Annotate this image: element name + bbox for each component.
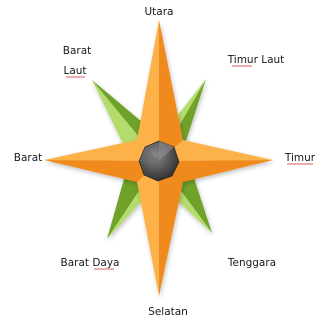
label-north: Utara — [145, 6, 174, 18]
label-south: Selatan — [148, 306, 188, 318]
south-point — [159, 161, 183, 296]
north-point — [159, 20, 183, 161]
label-southeast: Tenggara — [227, 257, 276, 269]
label-northeast: Timur Laut — [227, 54, 285, 66]
label-northwest-line1: Barat — [63, 45, 92, 57]
label-northwest-line2: Laut — [63, 65, 86, 77]
label-east: Timur — [284, 152, 316, 164]
label-west: Barat — [14, 152, 43, 164]
label-southwest: Barat Daya — [60, 257, 119, 269]
